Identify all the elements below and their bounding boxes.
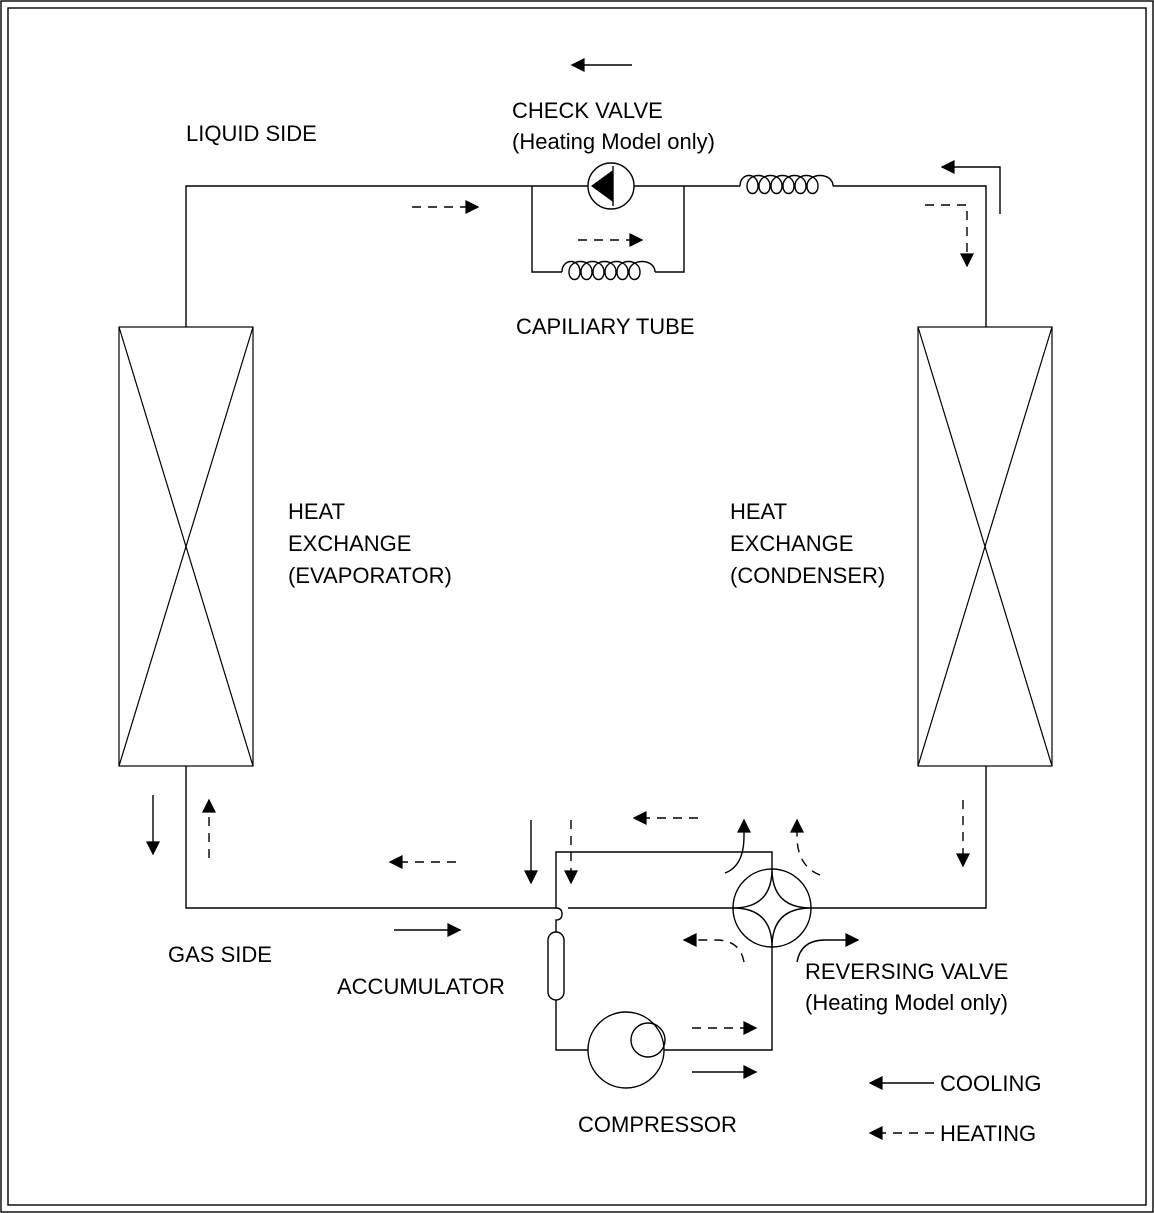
reversing-valve-note: (Heating Model only) — [805, 990, 1008, 1015]
accumulator-label: ACCUMULATOR — [337, 974, 505, 999]
liquid-line-left — [185, 185, 588, 327]
condenser-label-line3: (CONDENSER) — [730, 563, 885, 588]
flow-arrow — [790, 818, 821, 876]
check-valve-label: CHECK VALVE — [512, 98, 663, 123]
liquid-line-right — [833, 185, 987, 327]
flow-arrow — [940, 160, 1001, 214]
flow-arrow — [682, 933, 745, 963]
accumulator-outlet — [555, 1000, 588, 1051]
capillary-tube — [561, 260, 656, 281]
gas-line-left — [185, 766, 556, 909]
compressor-discharge-line — [664, 946, 773, 1051]
check-valve — [587, 162, 635, 210]
flow-arrow — [724, 818, 751, 874]
capillary-tube-label: CAPILIARY TUBE — [516, 314, 695, 339]
capillary-branch-right — [655, 186, 685, 273]
flow-arrow — [796, 933, 860, 963]
gas-line-crossover — [555, 907, 563, 923]
evaporator-coil — [118, 326, 254, 767]
evaporator-label-line1: HEAT — [288, 499, 345, 524]
compressor-label: COMPRESSOR — [578, 1112, 737, 1137]
compressor — [587, 1011, 666, 1089]
legend-cooling-label: COOLING — [940, 1071, 1041, 1096]
evaporator-label-line2: EXCHANGE — [288, 531, 411, 556]
capillary-branch-left — [531, 186, 562, 273]
flow-arrow — [925, 204, 974, 268]
legend-heating-label: HEATING — [940, 1121, 1036, 1146]
accumulator — [547, 931, 565, 1001]
reversing-valve-label: REVERSING VALVE — [805, 959, 1008, 984]
condenser-coil — [917, 326, 1053, 767]
gas-side-label: GAS SIDE — [168, 942, 272, 967]
evaporator-label-line3: (EVAPORATOR) — [288, 563, 452, 588]
condenser-label-line2: EXCHANGE — [730, 531, 853, 556]
gas-line-right — [811, 766, 987, 909]
capillary-coil-top — [739, 174, 834, 195]
reversing-valve — [732, 868, 812, 948]
reversing-valve-upper-box — [555, 851, 773, 908]
condenser-label-line1: HEAT — [730, 499, 787, 524]
liquid-side-label: LIQUID SIDE — [186, 121, 317, 146]
inner-frame — [7, 7, 1147, 1206]
check-valve-note: (Heating Model only) — [512, 129, 715, 154]
